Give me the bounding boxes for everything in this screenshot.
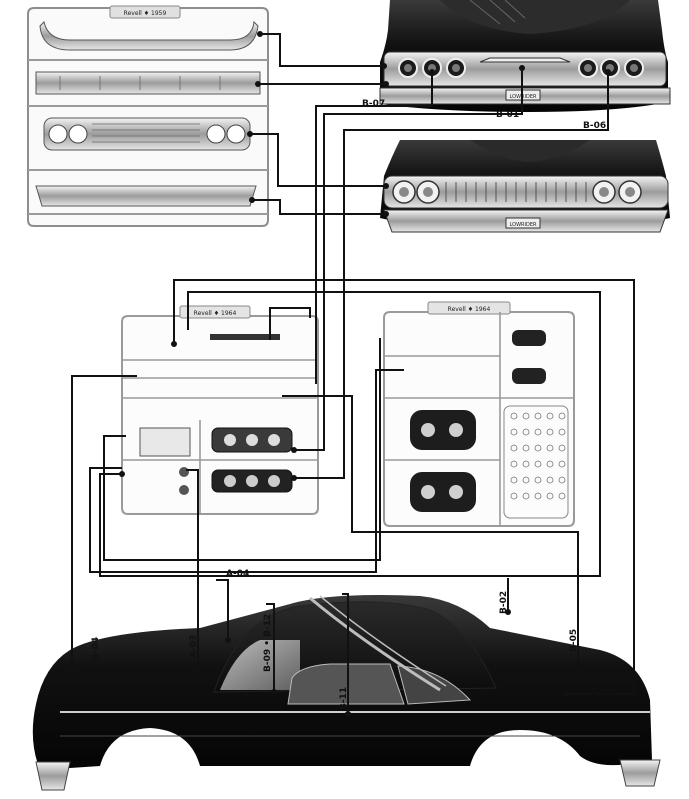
tail-panel-part (35, 71, 261, 95)
callout-b11: B-11 (339, 687, 349, 710)
callout-b06: B-06 (583, 121, 606, 131)
parts-sprue-right: Revell ♦ 1964 (383, 301, 575, 527)
left-sprue-tag: Revell ♦ 1964 (194, 310, 237, 317)
right-sprue-tag: Revell ♦ 1964 (448, 306, 491, 313)
callout-a03: A-03 (189, 635, 199, 658)
callout-a04: A-04 (226, 569, 249, 579)
car-rear-view: LOWRIDER (379, 0, 671, 112)
leader-lines (71, 33, 635, 714)
car-body-side (32, 595, 661, 798)
sprue-tag-text: Revell ♦ 1959 (124, 10, 167, 17)
front-plate (505, 217, 541, 229)
callout-b01: B-01 (496, 110, 519, 120)
callout-b02: B-02 (499, 591, 509, 614)
bumper-sprue: Revell ♦ 1959 (27, 5, 269, 227)
sprue-tag (109, 5, 181, 19)
front-plate-text: LOWRIDER (510, 222, 537, 228)
rear-plate-text: LOWRIDER (510, 94, 537, 100)
rear-bumper-part (39, 20, 259, 51)
front-bumper-part (35, 185, 257, 207)
callout-b07: B-07 (362, 99, 385, 109)
car-front-view: LOWRIDER (380, 140, 670, 233)
callout-b03: B-03 (590, 688, 613, 698)
windshield (220, 640, 300, 690)
callout-b09-b12: B-09 • B-12 (263, 614, 273, 672)
callout-b05: B-05 (569, 629, 579, 652)
callout-b04: B-04 (91, 637, 101, 660)
parts-sprue-left: Revell ♦ 1964 (121, 305, 319, 515)
leader-dots (69, 31, 611, 717)
